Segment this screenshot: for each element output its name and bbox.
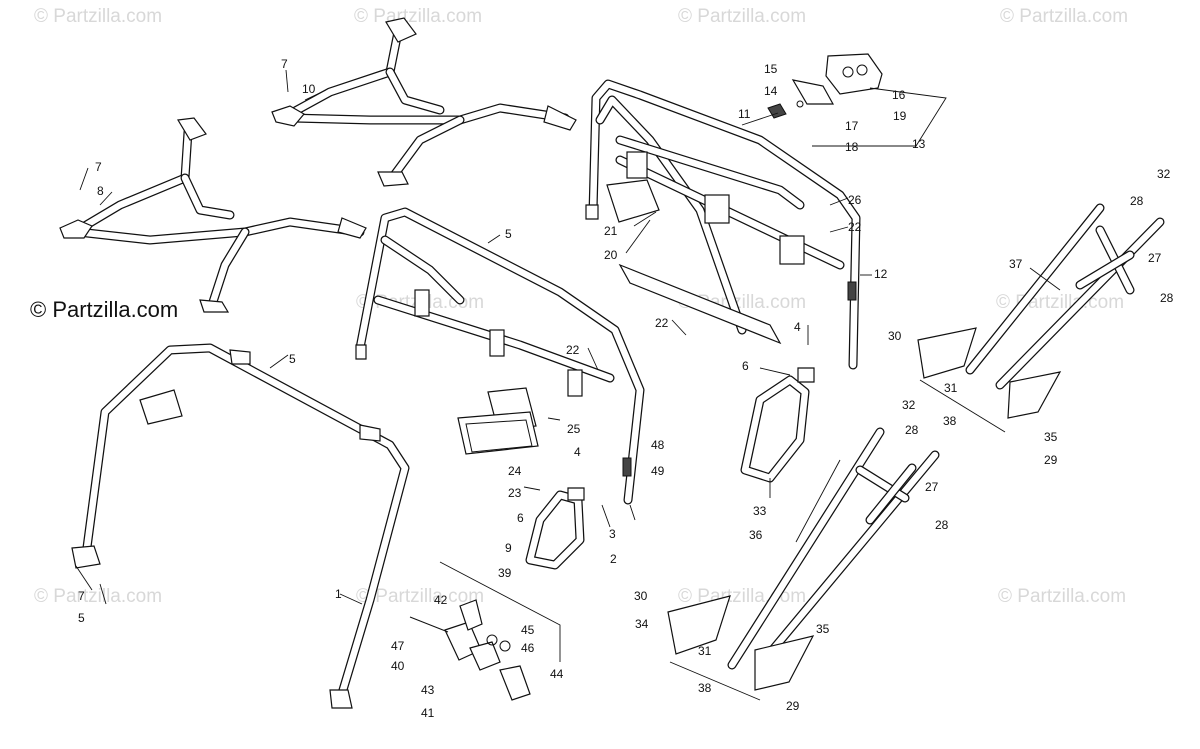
callout-20: 20 — [604, 248, 618, 262]
callout-12: 12 — [874, 267, 888, 281]
watermark: © Partzilla.com — [678, 6, 806, 27]
callout-22: 22 — [655, 316, 669, 330]
callout-45: 45 — [521, 623, 535, 637]
callout-29: 29 — [1044, 453, 1058, 467]
callout-26: 26 — [848, 193, 862, 207]
callout-22: 22 — [566, 343, 580, 357]
callout-28: 28 — [1130, 194, 1144, 208]
watermark: © Partzilla.com — [354, 6, 482, 27]
callout-34: 34 — [635, 617, 649, 631]
part-24-mirror — [457, 387, 539, 455]
part-37-net-frame — [917, 203, 1165, 433]
callout-28: 28 — [905, 423, 919, 437]
watermark-strong: © Partzilla.com — [30, 297, 178, 322]
callout-35: 35 — [1044, 430, 1058, 444]
callout-8: 8 — [97, 184, 104, 198]
part-36-net-frame — [667, 427, 940, 701]
callout-5: 5 — [78, 611, 85, 625]
callout-38: 38 — [698, 681, 712, 695]
callout-13: 13 — [912, 137, 926, 151]
callout-3: 3 — [609, 527, 616, 541]
callout-24: 24 — [508, 464, 522, 478]
callout-16: 16 — [892, 88, 906, 102]
callout-35: 35 — [816, 622, 830, 636]
callout-44: 44 — [550, 667, 564, 681]
callout-30: 30 — [888, 329, 902, 343]
callout-39: 39 — [498, 566, 512, 580]
callout-30: 30 — [634, 589, 648, 603]
watermark: © Partzilla.com — [34, 586, 162, 607]
callout-46: 46 — [521, 641, 535, 655]
watermark: © Partzilla.com — [998, 586, 1126, 607]
callout-19: 19 — [893, 109, 907, 123]
callout-15: 15 — [764, 62, 778, 76]
callout-29: 29 — [786, 699, 800, 713]
callout-6: 6 — [517, 511, 524, 525]
callout-38: 38 — [943, 414, 957, 428]
part-11-front-cage — [585, 79, 861, 370]
watermark: © Partzilla.com — [1000, 6, 1128, 27]
callout-18: 18 — [845, 140, 859, 154]
callout-22: 22 — [848, 220, 862, 234]
callout-9: 9 — [505, 541, 512, 555]
part-1-hoop — [71, 343, 410, 709]
callout-27: 27 — [1148, 251, 1162, 265]
part-8-upper-frame — [59, 117, 367, 313]
callout-48: 48 — [651, 438, 665, 452]
callout-28: 28 — [935, 518, 949, 532]
callout-numbers: 1 2 3 4 4 5 5 5 6 6 7 7 7 8 9 10 11 12 1… — [78, 57, 1174, 720]
callout-1: 1 — [335, 587, 342, 601]
callout-32: 32 — [902, 398, 916, 412]
callout-32: 32 — [1157, 167, 1171, 181]
callout-25: 25 — [567, 422, 581, 436]
callout-42: 42 — [434, 593, 448, 607]
callout-40: 40 — [391, 659, 405, 673]
callout-33: 33 — [753, 504, 767, 518]
callout-2: 2 — [610, 552, 617, 566]
part-39-latch-assembly — [409, 561, 561, 701]
callout-36: 36 — [749, 528, 763, 542]
callout-6: 6 — [742, 359, 749, 373]
callout-23: 23 — [508, 486, 522, 500]
part-10-upper-frame — [271, 17, 577, 187]
callout-49: 49 — [651, 464, 665, 478]
callout-31: 31 — [944, 381, 958, 395]
watermark: © Partzilla.com — [996, 292, 1124, 313]
part-33-grab-handle — [740, 367, 815, 483]
callout-5: 5 — [289, 352, 296, 366]
callout-5: 5 — [505, 227, 512, 241]
callout-28: 28 — [1160, 291, 1174, 305]
part-9-grab-handle — [525, 487, 585, 570]
callout-7: 7 — [95, 160, 102, 174]
callout-21: 21 — [604, 224, 618, 238]
watermark-layer: © Partzilla.com © Partzilla.com © Partzi… — [30, 6, 1128, 607]
callout-27: 27 — [925, 480, 939, 494]
callout-7: 7 — [78, 589, 85, 603]
callout-14: 14 — [764, 84, 778, 98]
callout-31: 31 — [698, 644, 712, 658]
callout-47: 47 — [391, 639, 405, 653]
callout-10: 10 — [302, 82, 316, 96]
callout-43: 43 — [421, 683, 435, 697]
callout-11: 11 — [738, 107, 751, 121]
part-48-middle-cage — [355, 207, 645, 505]
callout-7: 7 — [281, 57, 288, 71]
callout-4: 4 — [574, 445, 581, 459]
callout-4: 4 — [794, 320, 801, 334]
leader-lines — [75, 69, 1061, 605]
watermark: © Partzilla.com — [34, 6, 162, 27]
callout-37: 37 — [1009, 257, 1023, 271]
callout-17: 17 — [845, 119, 859, 133]
part-13-tail-light — [767, 53, 947, 147]
callout-41: 41 — [421, 706, 435, 720]
